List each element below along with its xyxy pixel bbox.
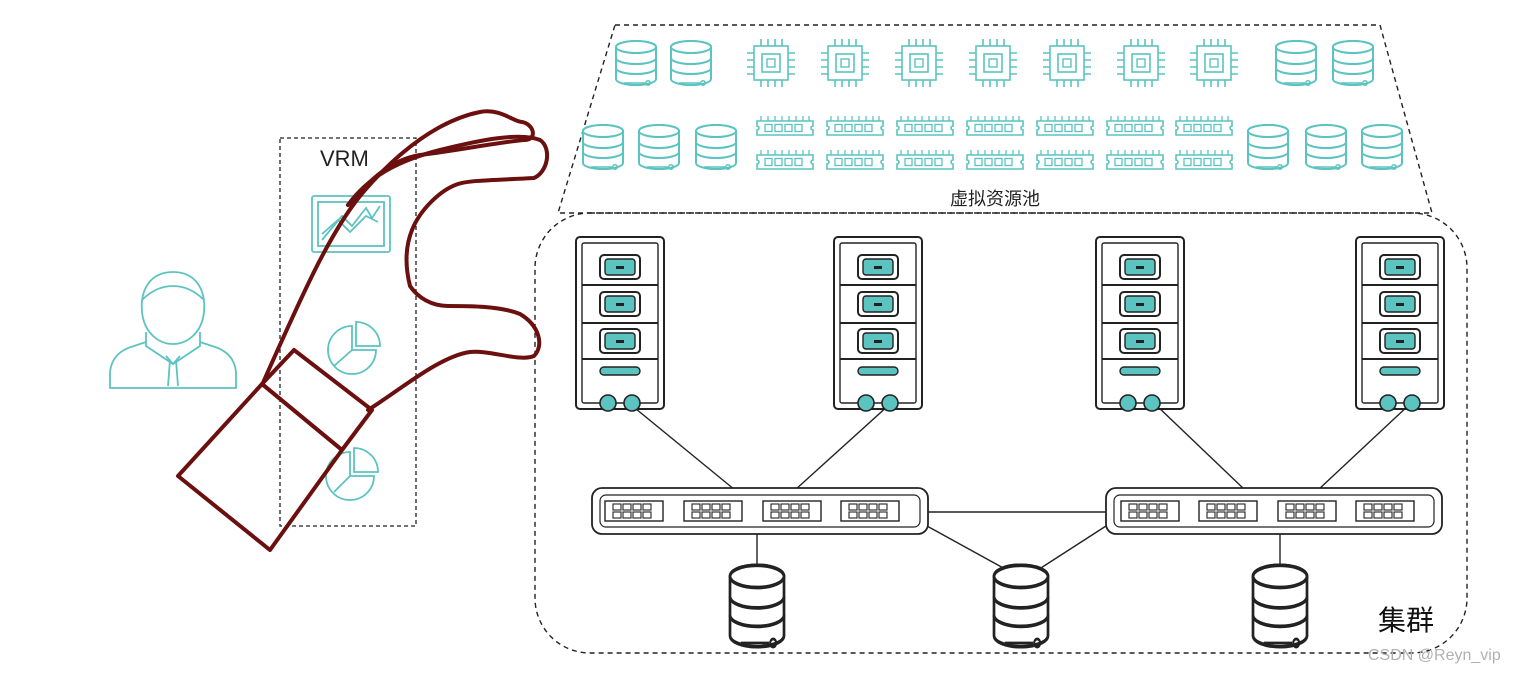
database-icon [1247, 124, 1289, 171]
cpu-icon [746, 38, 796, 88]
server-icon [575, 236, 665, 412]
database-icon [1275, 40, 1317, 87]
memory-icon [756, 115, 814, 170]
memory-icon [826, 115, 884, 170]
cluster-label: 集群 [1378, 604, 1434, 637]
database-icon [728, 563, 786, 649]
pie-chart-icon [325, 447, 379, 501]
memory-icon [896, 115, 954, 170]
database-icon [670, 40, 712, 87]
cpu-icon [1042, 38, 1092, 88]
cpu-icon [820, 38, 870, 88]
resource-pool-label: 虚拟资源池 [950, 189, 1040, 210]
network-links [629, 403, 1411, 576]
server-icon [1095, 236, 1185, 412]
database-icon [615, 40, 657, 87]
server-2 [833, 236, 923, 412]
memory-icon [1036, 115, 1094, 170]
pool-row-2 [582, 115, 1403, 171]
cpu-icon [894, 38, 944, 88]
storage-group [728, 563, 1309, 649]
server-4 [1355, 236, 1445, 412]
watermark: CSDN @Reyn_vip [1368, 647, 1501, 664]
server-1 [575, 236, 665, 412]
memory-icon [1175, 115, 1233, 170]
database-icon [1305, 124, 1347, 171]
database-icon [638, 124, 680, 171]
vrm-label: VRM [320, 146, 369, 171]
database-icon [992, 563, 1050, 649]
network-switch-icon [1105, 487, 1443, 535]
server-icon [1355, 236, 1445, 412]
network-switch-icon [591, 487, 929, 535]
person-icon [109, 271, 237, 389]
resource-pool-boundary [557, 24, 1433, 214]
server-3 [1095, 236, 1185, 412]
cpu-icon [1116, 38, 1166, 88]
pie-chart-icon [327, 321, 381, 375]
database-icon [1251, 563, 1309, 649]
cpu-icon [1189, 38, 1239, 88]
server-icon [833, 236, 923, 412]
cpu-icon [968, 38, 1018, 88]
cluster-boundary [534, 212, 1468, 654]
database-icon [695, 124, 737, 171]
database-icon [1332, 40, 1374, 87]
database-icon [582, 124, 624, 171]
memory-icon [1106, 115, 1164, 170]
memory-icon [966, 115, 1024, 170]
database-icon [1361, 124, 1403, 171]
hand-gesture [176, 109, 550, 552]
pool-row-1 [615, 38, 1374, 88]
vrm-panel [279, 137, 417, 527]
